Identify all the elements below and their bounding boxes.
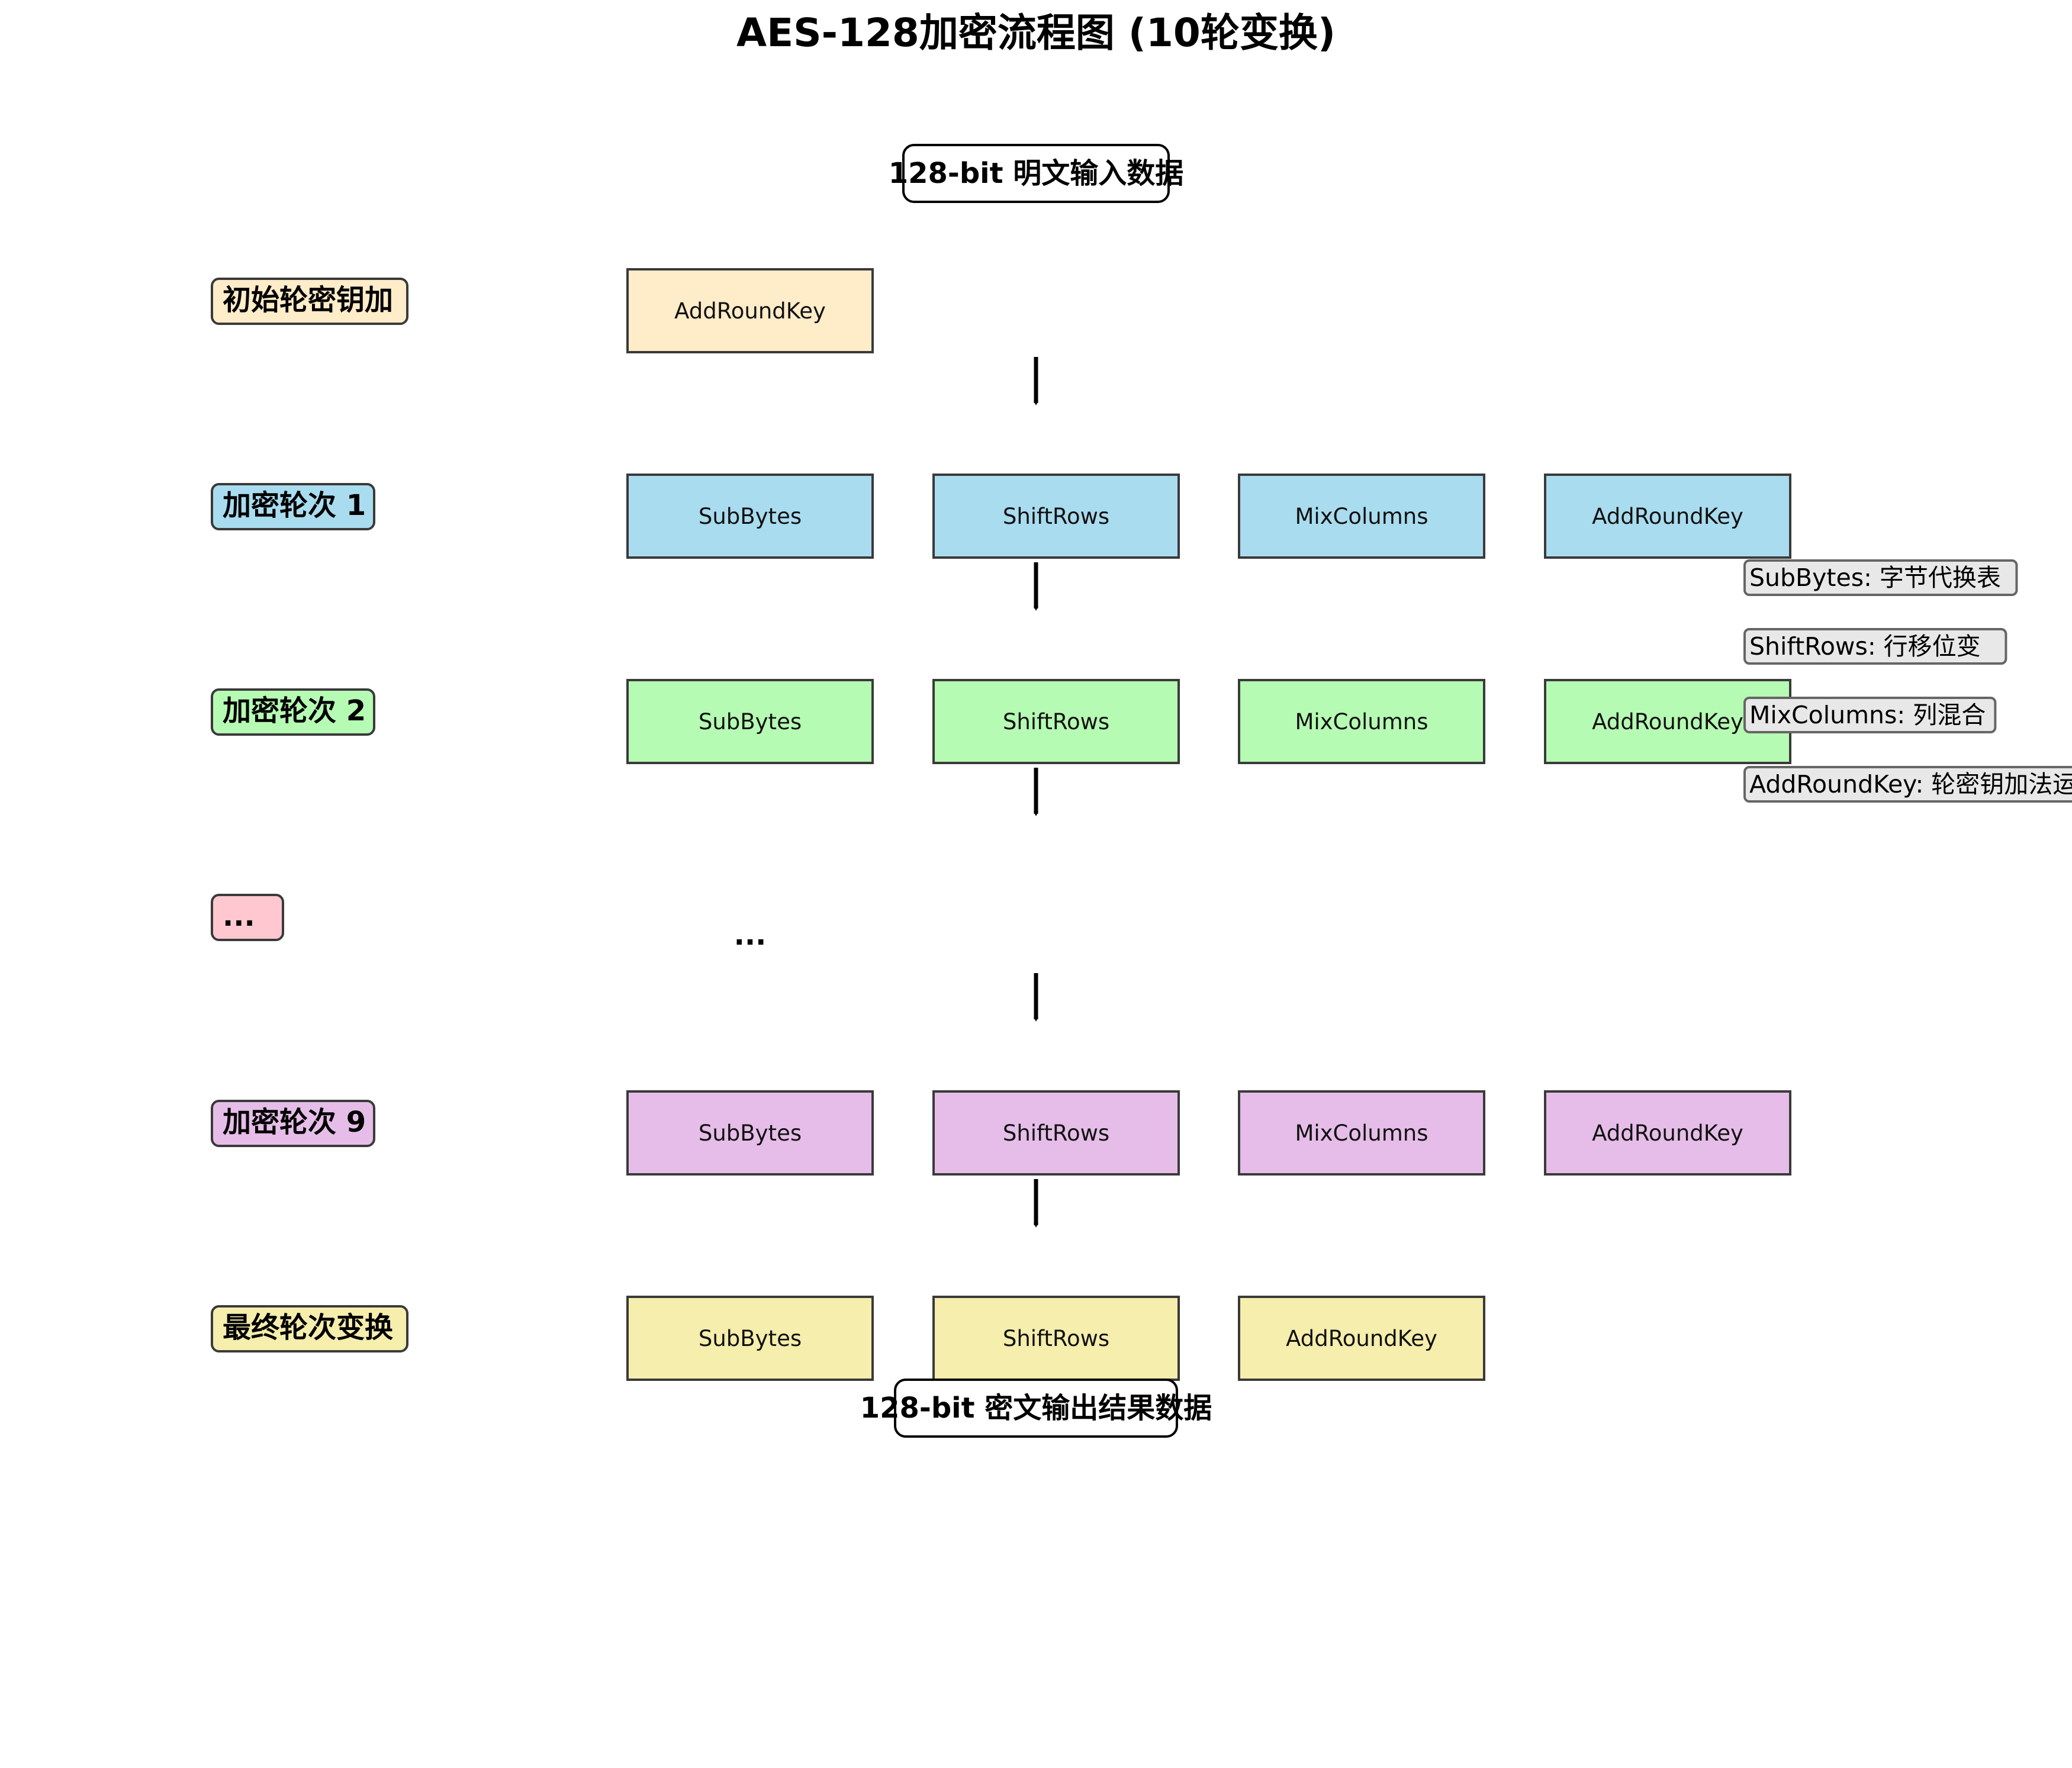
legend-item: SubBytes: 字节代换表 xyxy=(1743,559,2018,596)
legend-item: MixColumns: 列混合 xyxy=(1743,697,1997,733)
round-label: 最终轮次变换 xyxy=(223,1311,393,1344)
ellipsis-ops: ... xyxy=(734,919,767,952)
round-label: 初始轮密钥加 xyxy=(223,284,393,317)
operation-box: ShiftRows xyxy=(932,1296,1180,1381)
legend-item: AddRoundKey: 轮密钥加法运算 xyxy=(1743,766,2072,803)
round-label-badge xyxy=(211,1305,408,1352)
operation-label: SubBytes xyxy=(699,709,802,735)
round-row: 最终轮次变换 SubBytes ShiftRows AddRoundKey xyxy=(211,1296,1485,1381)
operation-box: MixColumns xyxy=(1238,1090,1485,1176)
round-row: 加密轮次 9 SubBytes ShiftRows MixColumns AddRoun… xyxy=(211,1090,1791,1176)
plaintext-input-label: 128-bit 明文输入数据 xyxy=(889,157,1184,190)
round-label-badge xyxy=(211,483,375,530)
operation-label: ShiftRows xyxy=(1003,709,1109,735)
round-label: 加密轮次 9 xyxy=(223,1106,366,1139)
operation-box: AddRoundKey xyxy=(1238,1296,1485,1381)
round-row: 加密轮次 2 SubBytes ShiftRows MixColumns AddRoun… xyxy=(211,679,1791,764)
operation-box: MixColumns xyxy=(1238,474,1485,559)
round-label-badge xyxy=(211,1100,375,1147)
legend-label: AddRoundKey: 轮密钥加法运算 xyxy=(1749,770,2072,798)
round-row: ...... xyxy=(211,894,767,952)
ciphertext-output: 128-bit 密文输出结果数据 xyxy=(860,1379,1212,1438)
operation-label: MixColumns xyxy=(1295,504,1428,529)
operation-label: ShiftRows xyxy=(1003,1326,1109,1351)
round-label: ... xyxy=(223,900,255,933)
operation-box: MixColumns xyxy=(1238,679,1485,764)
operation-label: SubBytes xyxy=(699,1326,802,1351)
operation-box: SubBytes xyxy=(626,1090,874,1176)
operation-legend: SubBytes: 字节代换表 ShiftRows: 行移位变 MixColumns… xyxy=(1743,559,2072,803)
operation-box: AddRoundKey xyxy=(1544,474,1791,559)
diagram-title: AES-128加密流程图 (10轮变换) xyxy=(736,10,1336,56)
operation-box: ShiftRows xyxy=(932,1090,1180,1176)
operation-label: SubBytes xyxy=(699,504,802,529)
operation-box: SubBytes xyxy=(626,1296,874,1381)
operation-label: MixColumns xyxy=(1295,709,1428,735)
round-label: 加密轮次 2 xyxy=(223,694,366,727)
operation-box: ShiftRows xyxy=(932,474,1180,559)
operation-label: AddRoundKey xyxy=(674,298,826,324)
legend-item: ShiftRows: 行移位变 xyxy=(1743,628,2007,665)
operation-label: AddRoundKey xyxy=(1592,504,1743,529)
operation-box: ShiftRows xyxy=(932,679,1180,764)
operation-label: AddRoundKey xyxy=(1592,709,1743,735)
operation-label: ShiftRows xyxy=(1003,1120,1109,1146)
operation-box: SubBytes xyxy=(626,679,874,764)
legend-label: MixColumns: 列混合 xyxy=(1749,701,1986,729)
operation-box: SubBytes xyxy=(626,474,874,559)
round-row: 加密轮次 1 SubBytes ShiftRows MixColumns AddRoun… xyxy=(211,474,1791,559)
round-label-badge xyxy=(211,278,408,325)
round-row: 初始轮密钥加 AddRoundKey xyxy=(211,268,874,353)
operation-box: AddRoundKey xyxy=(626,268,874,353)
operation-label: AddRoundKey xyxy=(1592,1120,1743,1146)
ciphertext-output-label: 128-bit 密文输出结果数据 xyxy=(860,1392,1212,1425)
operation-label: MixColumns xyxy=(1295,1120,1428,1146)
round-label-badge xyxy=(211,688,375,736)
round-label: 加密轮次 1 xyxy=(223,489,366,522)
plaintext-input: 128-bit 明文输入数据 xyxy=(889,144,1184,203)
operation-box: AddRoundKey xyxy=(1544,1090,1791,1176)
operation-label: AddRoundKey xyxy=(1286,1326,1437,1351)
legend-label: SubBytes: 字节代换表 xyxy=(1749,563,2001,592)
operation-label: ShiftRows xyxy=(1003,504,1109,529)
operation-label: SubBytes xyxy=(699,1120,802,1146)
round-label-badge xyxy=(211,894,284,941)
legend-label: ShiftRows: 行移位变 xyxy=(1749,632,1981,661)
